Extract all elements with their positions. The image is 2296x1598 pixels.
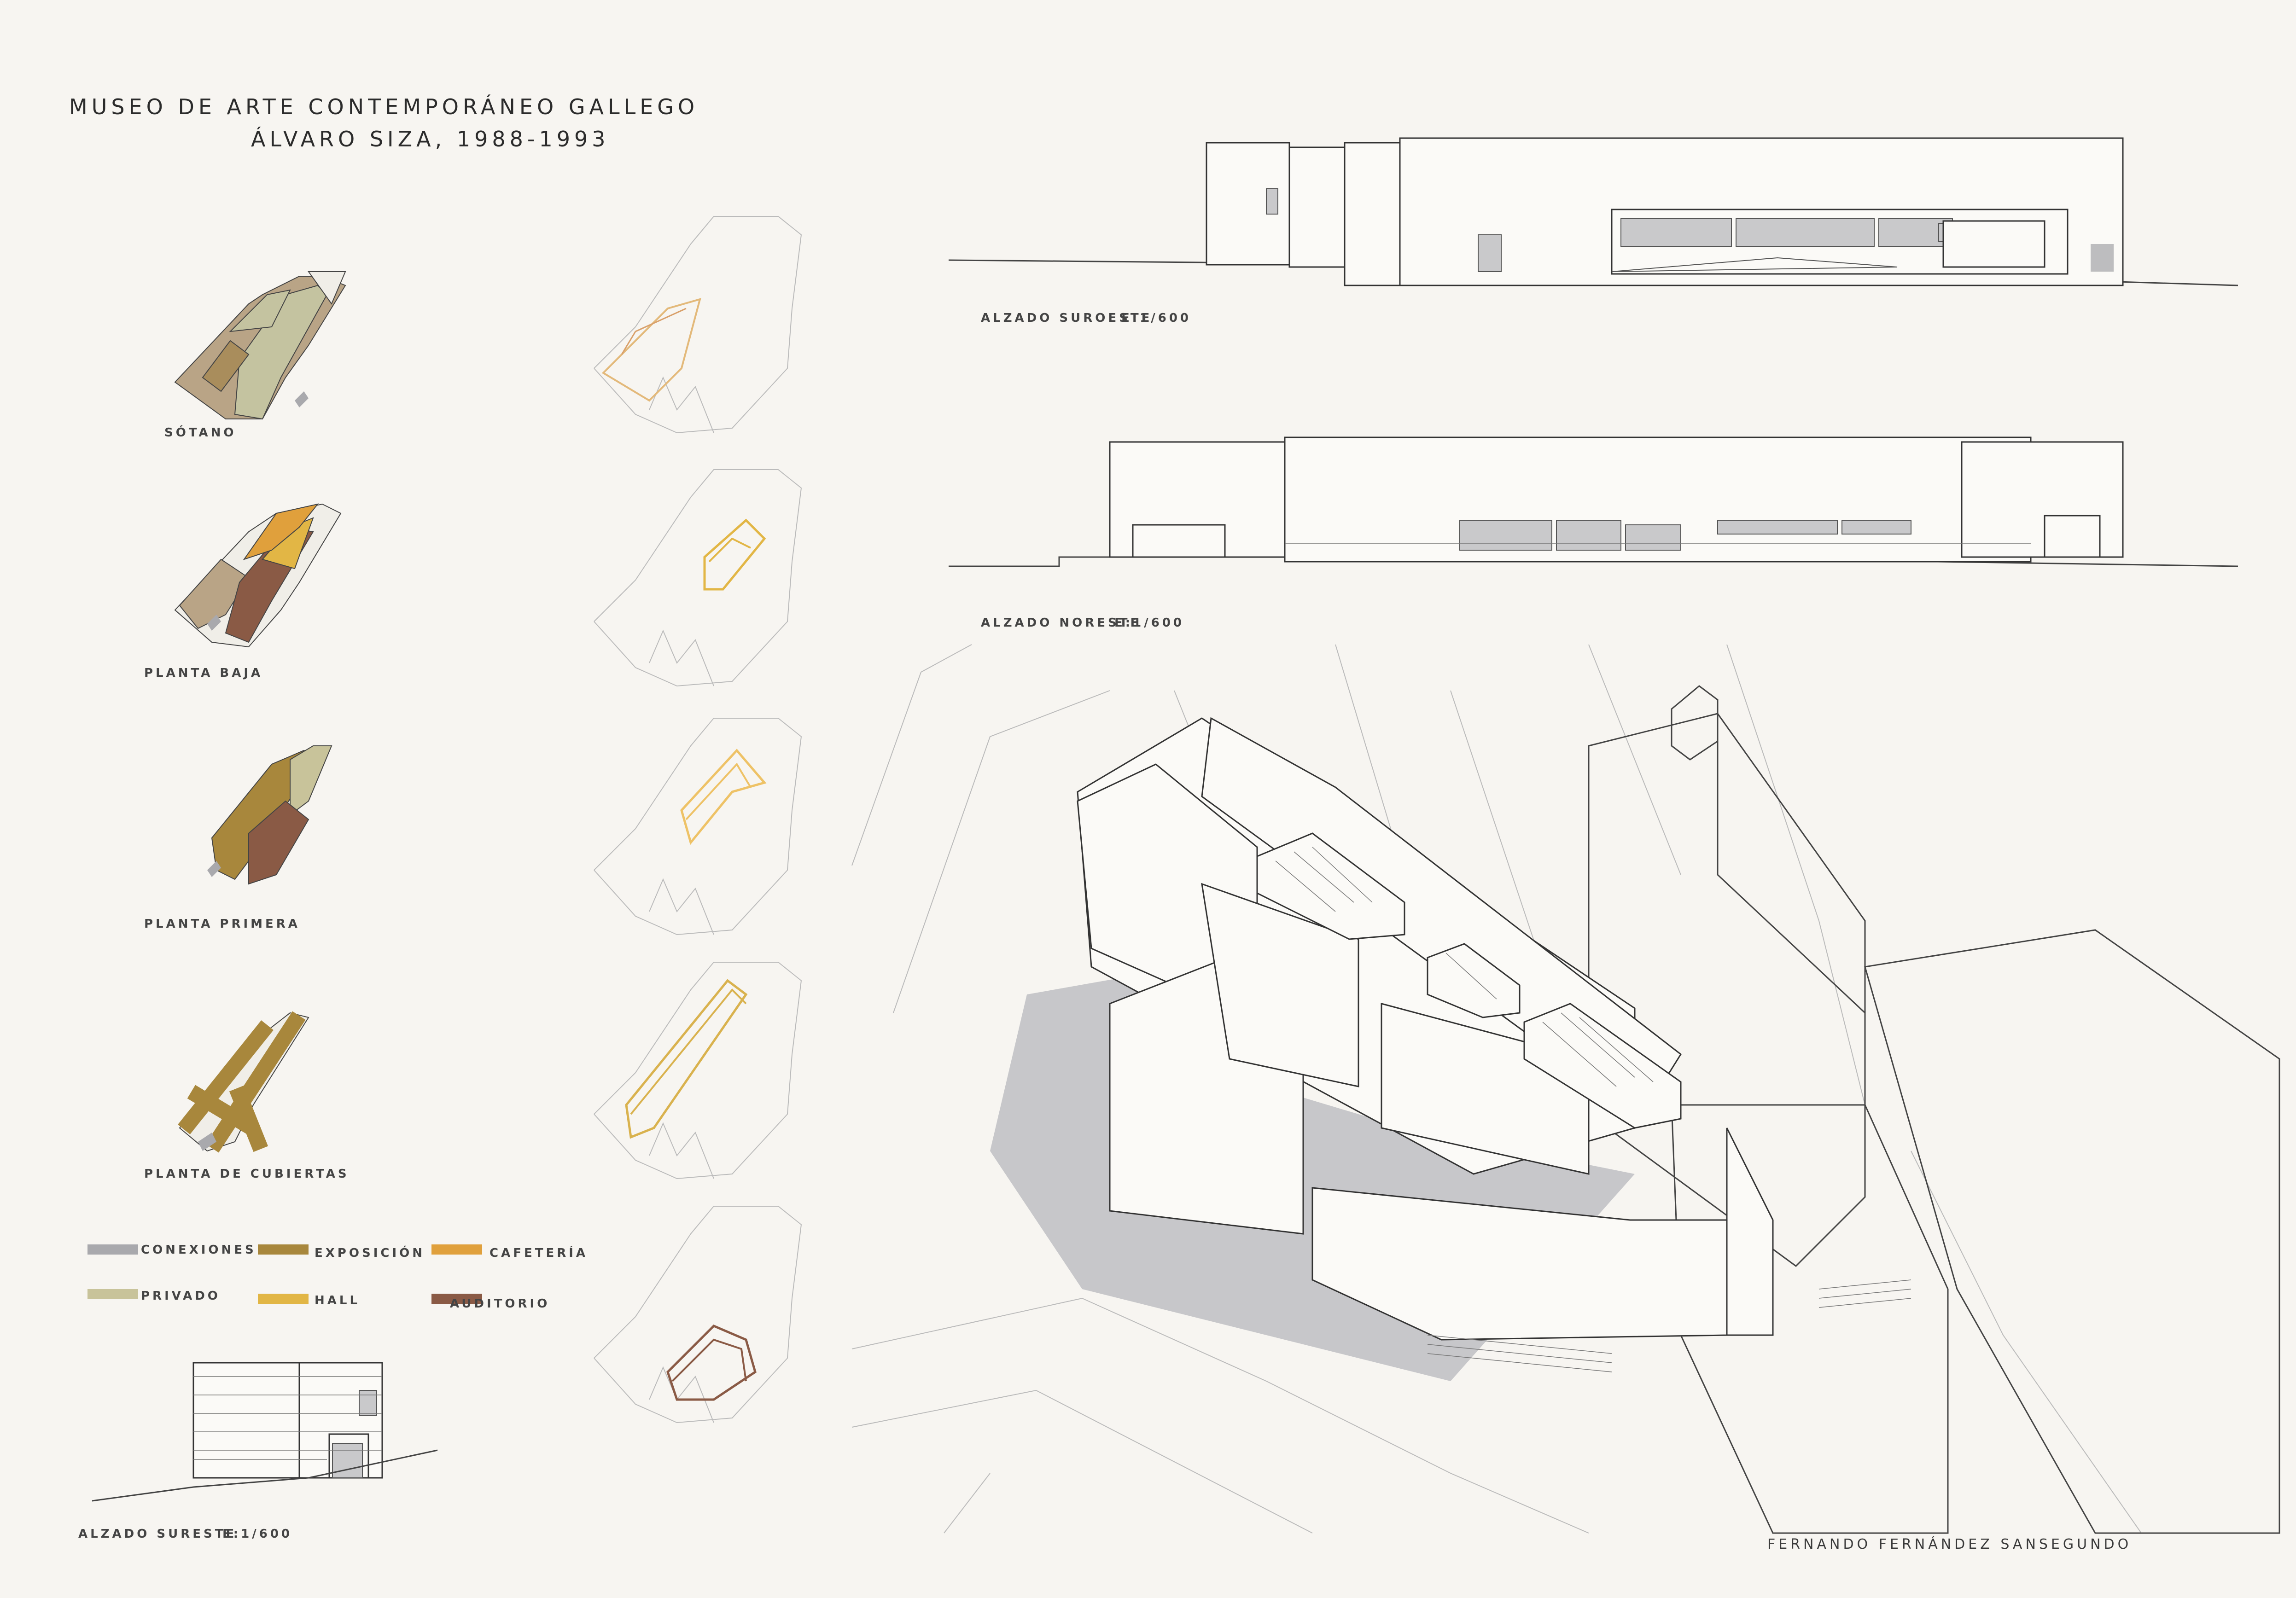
axo-auditorio [594, 1206, 802, 1424]
elevation-suroeste-label: ALZADO SUROESTE [981, 311, 1153, 325]
axo-planta-baja [594, 469, 802, 687]
elevation-noreste-label: ALZADO NORESTE [981, 616, 1142, 630]
legend-swatch-privado [87, 1289, 138, 1299]
page-subtitle: ÁLVARO SIZA, 1988-1993 [251, 127, 610, 151]
axo-planta-primera [594, 718, 802, 936]
author-credit: FERNANDO FERNÁNDEZ SANSEGUNDO [1767, 1536, 2132, 1552]
elevation-sureste [92, 1362, 438, 1502]
axo-sotano [594, 216, 802, 434]
plan-sotano [174, 271, 346, 420]
legend-label-cafeteria: CAFETERÍA [490, 1246, 589, 1260]
plan-planta-primera [207, 745, 332, 885]
plan-planta-baja [174, 503, 342, 648]
plan-planta-baja-label: PLANTA BAJA [144, 666, 263, 680]
elevation-sureste-scale: E:1/600 [222, 1527, 293, 1541]
legend-swatch-hall [258, 1294, 309, 1304]
plan-sotano-label: SÓTANO [164, 426, 237, 440]
legend-swatch-conexiones [87, 1244, 138, 1255]
page-title: MUSEO DE ARTE CONTEMPORÁNEO GALLEGO [69, 94, 699, 119]
legend-swatch-exposicion [258, 1244, 309, 1255]
axonometric-view [851, 644, 2280, 1534]
legend-label-auditorio: AUDITORIO [450, 1297, 550, 1311]
elevation-noreste-scale: E:1/600 [1114, 616, 1185, 630]
elevation-sureste-label: ALZADO SURESTE [78, 1527, 237, 1541]
legend-swatch-auditorio [431, 1294, 482, 1304]
elevation-suroeste-scale: E:1/600 [1121, 311, 1192, 325]
legend-swatch-cafeteria [431, 1244, 482, 1255]
elevation-noreste [949, 436, 2238, 567]
plan-planta-primera-label: PLANTA PRIMERA [144, 917, 300, 931]
plan-planta-cubiertas [178, 1011, 309, 1153]
axo-planta-cubiertas [594, 962, 802, 1180]
legend-label-conexiones: CONEXIONES [141, 1243, 256, 1257]
legend-label-exposicion: EXPOSICIÓN [315, 1246, 425, 1260]
legend-label-hall: HALL [315, 1294, 361, 1307]
elevation-suroeste [948, 137, 2238, 286]
plan-planta-cubiertas-label: PLANTA DE CUBIERTAS [144, 1167, 350, 1181]
legend-label-privado: PRIVADO [141, 1289, 221, 1303]
